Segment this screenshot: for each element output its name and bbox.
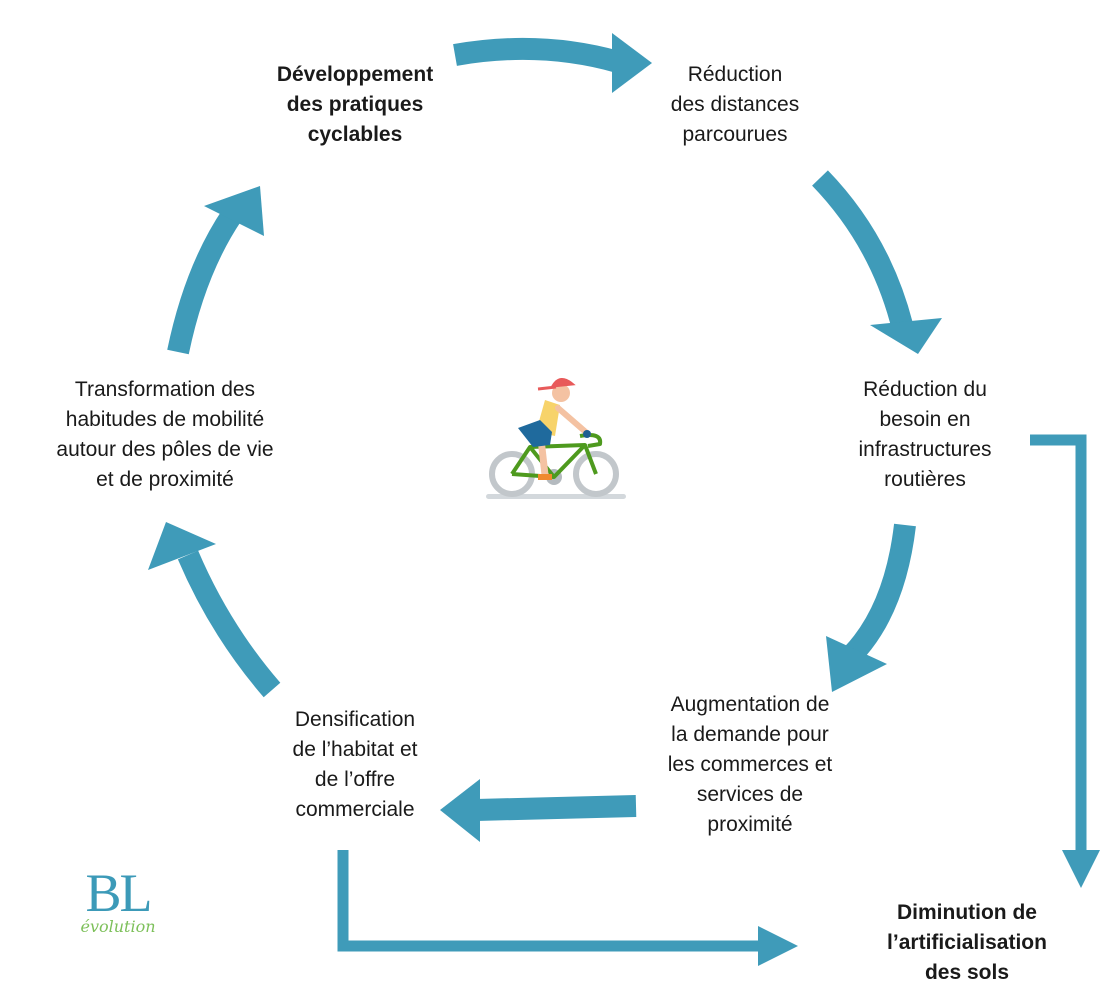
cyclist-icon xyxy=(486,378,626,499)
arrow-infrastructure-to-demand xyxy=(843,523,916,663)
node-cycling-practices: Développement des pratiques cyclables xyxy=(276,63,434,146)
arrow-demand-to-densification xyxy=(475,795,637,821)
arrowhead-icon xyxy=(870,318,942,354)
node-reduced-land-artificialisation: Diminution de l’artificialisation des so… xyxy=(887,901,1047,984)
logo-sub-text: évolution xyxy=(80,917,156,936)
arrow-densification-to-habits xyxy=(177,550,281,698)
node-reduced-distances: Réduction des distances parcourues xyxy=(670,63,800,146)
arrowhead-icon xyxy=(1062,850,1100,888)
node-reduced-infrastructure-need: Réduction du besoin en infrastructures r… xyxy=(858,378,992,491)
arrow-distances-to-infrastructure xyxy=(812,170,913,328)
arrow-cycling-to-distances xyxy=(453,37,621,73)
arrowhead-icon xyxy=(612,33,652,93)
node-densification: Densification de l’habitat et de l’offre… xyxy=(292,708,418,821)
node-mobility-habits: Transformation des habitudes de mobilité… xyxy=(56,378,274,491)
arrow-densification-to-outcome xyxy=(337,850,762,952)
arrowhead-icon xyxy=(440,779,480,842)
node-increased-local-demand: Augmentation de la demande pour les comm… xyxy=(667,693,833,836)
arrow-habits-to-cycling xyxy=(167,208,242,355)
arrowhead-icon xyxy=(758,926,798,966)
arrowhead-icon xyxy=(148,522,216,570)
logo-main-text: BL xyxy=(85,863,152,923)
arrowhead-icon xyxy=(204,186,264,236)
arrowhead-icon xyxy=(826,636,887,692)
bl-evolution-logo: BL évolution xyxy=(68,863,168,936)
arrow-infrastructure-to-outcome xyxy=(1030,434,1087,855)
